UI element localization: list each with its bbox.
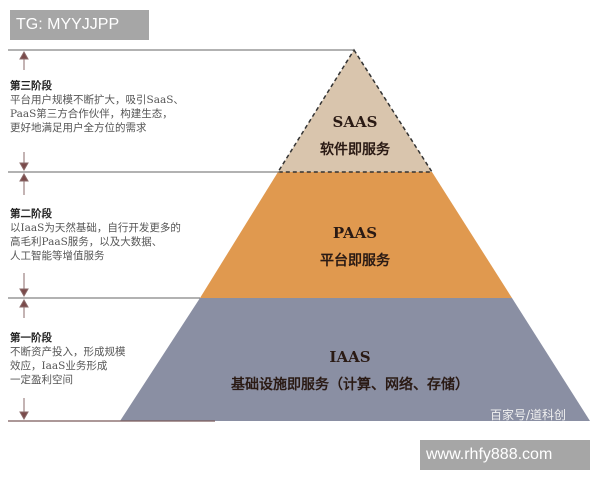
paas-abbr: PAAS bbox=[332, 224, 378, 242]
watermark-top: TG: MYYJJPP bbox=[10, 10, 149, 40]
saas-name: 软件即服务 bbox=[320, 142, 390, 158]
stage-1-description: 第一阶段 不断资产投入，形成规模 效应，IaaS业务形成 一定盈利空间 bbox=[10, 331, 126, 387]
stage-title: 第二阶段 bbox=[10, 208, 52, 220]
paas-name: 平台即服务 bbox=[320, 253, 390, 269]
stage-title: 第一阶段 bbox=[10, 332, 52, 344]
stage-2-description: 第二阶段 以IaaS为天然基础，自行开发更多的 高毛利PaaS服务，以及大数据、… bbox=[10, 207, 181, 263]
paas-label: PAAS 平台即服务 bbox=[290, 224, 420, 270]
layer-paas bbox=[200, 172, 512, 298]
stage-text-line: 平台用户规模不断扩大，吸引SaaS、 bbox=[10, 94, 184, 106]
stage-text-line: 效应，IaaS业务形成 bbox=[10, 360, 108, 372]
iaas-label: IAAS 基础设施即服务（计算、网络、存储） bbox=[200, 348, 500, 394]
stage-text-line: 人工智能等增值服务 bbox=[10, 250, 105, 262]
source-credit: 百家号/道科创 bbox=[490, 408, 567, 422]
layer-saas bbox=[276, 48, 434, 173]
saas-label: SAAS 软件即服务 bbox=[290, 113, 420, 159]
saas-abbr: SAAS bbox=[332, 113, 378, 131]
stage-text-line: 不断资产投入，形成规模 bbox=[10, 346, 126, 358]
layer-iaas bbox=[120, 298, 590, 421]
iaas-name: 基础设施即服务（计算、网络、存储） bbox=[231, 377, 469, 393]
stage-text-line: 一定盈利空间 bbox=[10, 374, 73, 386]
stage-text-line: 更好地满足用户全方位的需求 bbox=[10, 122, 147, 134]
iaas-abbr: IAAS bbox=[329, 348, 371, 366]
stage-3-description: 第三阶段 平台用户规模不断扩大，吸引SaaS、 PaaS第三方合作伙伴，构建生态… bbox=[10, 79, 184, 135]
watermark-bottom: www.rhfy888.com bbox=[420, 440, 590, 470]
stage-text-line: 以IaaS为天然基础，自行开发更多的 bbox=[10, 222, 181, 234]
stage-text-line: PaaS第三方合作伙伴，构建生态， bbox=[10, 108, 173, 120]
stage-title: 第三阶段 bbox=[10, 80, 52, 92]
stage-text-line: 高毛利PaaS服务，以及大数据、 bbox=[10, 236, 163, 248]
